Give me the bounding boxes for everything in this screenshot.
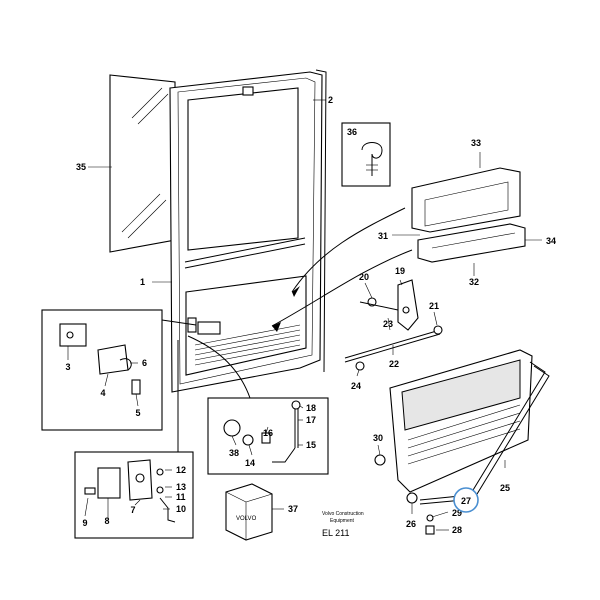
callout-labels: 1 2 3 4 5 6 7 8 9 10 11 12 13 14 15 16 1… bbox=[65, 95, 556, 535]
rod-22 bbox=[344, 329, 441, 359]
callout-24: 24 bbox=[351, 381, 361, 391]
callout-20: 20 bbox=[359, 272, 369, 282]
callout-27: 27 bbox=[461, 496, 471, 506]
connector-lines bbox=[161, 207, 413, 452]
callout-26: 26 bbox=[406, 519, 416, 529]
callout-16: 16 bbox=[263, 428, 273, 438]
callout-30: 30 bbox=[373, 433, 383, 443]
callout-38: 38 bbox=[229, 448, 239, 458]
kit-box: VOLVO bbox=[225, 483, 273, 541]
callout-7: 7 bbox=[130, 505, 135, 515]
panel-33 bbox=[411, 167, 521, 233]
inset-hinge bbox=[41, 309, 163, 431]
callout-14: 14 bbox=[245, 458, 255, 468]
caption-code: EL 211 bbox=[322, 528, 350, 538]
inset-latch bbox=[74, 451, 194, 539]
callout-6: 6 bbox=[142, 358, 147, 368]
callout-31: 31 bbox=[378, 231, 388, 241]
door-seal bbox=[315, 69, 327, 373]
callout-21: 21 bbox=[429, 301, 439, 311]
callout-9: 9 bbox=[82, 518, 87, 528]
callout-32: 32 bbox=[469, 277, 479, 287]
callout-12: 12 bbox=[176, 465, 186, 475]
nut-21 bbox=[433, 325, 443, 335]
callout-15: 15 bbox=[306, 440, 316, 450]
caption: Volvo Construction Equipment EL 211 bbox=[322, 511, 364, 538]
callout-13: 13 bbox=[176, 482, 186, 492]
lower-panel bbox=[374, 349, 550, 535]
highlight-callout-27: 27 bbox=[453, 487, 479, 513]
callout-22: 22 bbox=[389, 359, 399, 369]
callout-36: 36 bbox=[347, 127, 357, 137]
inset-seal-profile bbox=[341, 122, 391, 187]
callout-3: 3 bbox=[65, 362, 70, 372]
callout-1: 1 bbox=[140, 277, 145, 287]
callout-2: 2 bbox=[328, 95, 333, 105]
callout-10: 10 bbox=[176, 504, 186, 514]
door-frame bbox=[169, 71, 323, 393]
svg-text:VOLVO: VOLVO bbox=[236, 516, 257, 522]
leader-lines bbox=[67, 99, 542, 531]
nut-24 bbox=[355, 361, 365, 371]
callout-25: 25 bbox=[500, 483, 510, 493]
callout-23: 23 bbox=[383, 319, 393, 329]
callout-19: 19 bbox=[395, 266, 405, 276]
callout-18: 18 bbox=[306, 403, 316, 413]
inset-lock bbox=[207, 397, 329, 475]
callout-35: 35 bbox=[76, 162, 86, 172]
callout-5: 5 bbox=[135, 408, 140, 418]
callout-33: 33 bbox=[471, 138, 481, 148]
callout-29: 29 bbox=[452, 508, 462, 518]
callout-37: 37 bbox=[288, 504, 298, 514]
caption-line-2: Equipment bbox=[330, 518, 355, 524]
callout-4: 4 bbox=[100, 388, 105, 398]
callout-17: 17 bbox=[306, 415, 316, 425]
panel-34 bbox=[417, 223, 526, 263]
callout-8: 8 bbox=[104, 516, 109, 526]
callout-28: 28 bbox=[452, 525, 462, 535]
bracket-19 bbox=[397, 279, 419, 331]
callout-34: 34 bbox=[546, 236, 556, 246]
glass-pane bbox=[109, 74, 176, 253]
callout-11: 11 bbox=[176, 492, 186, 502]
caption-line-1: Volvo Construction bbox=[322, 511, 364, 517]
